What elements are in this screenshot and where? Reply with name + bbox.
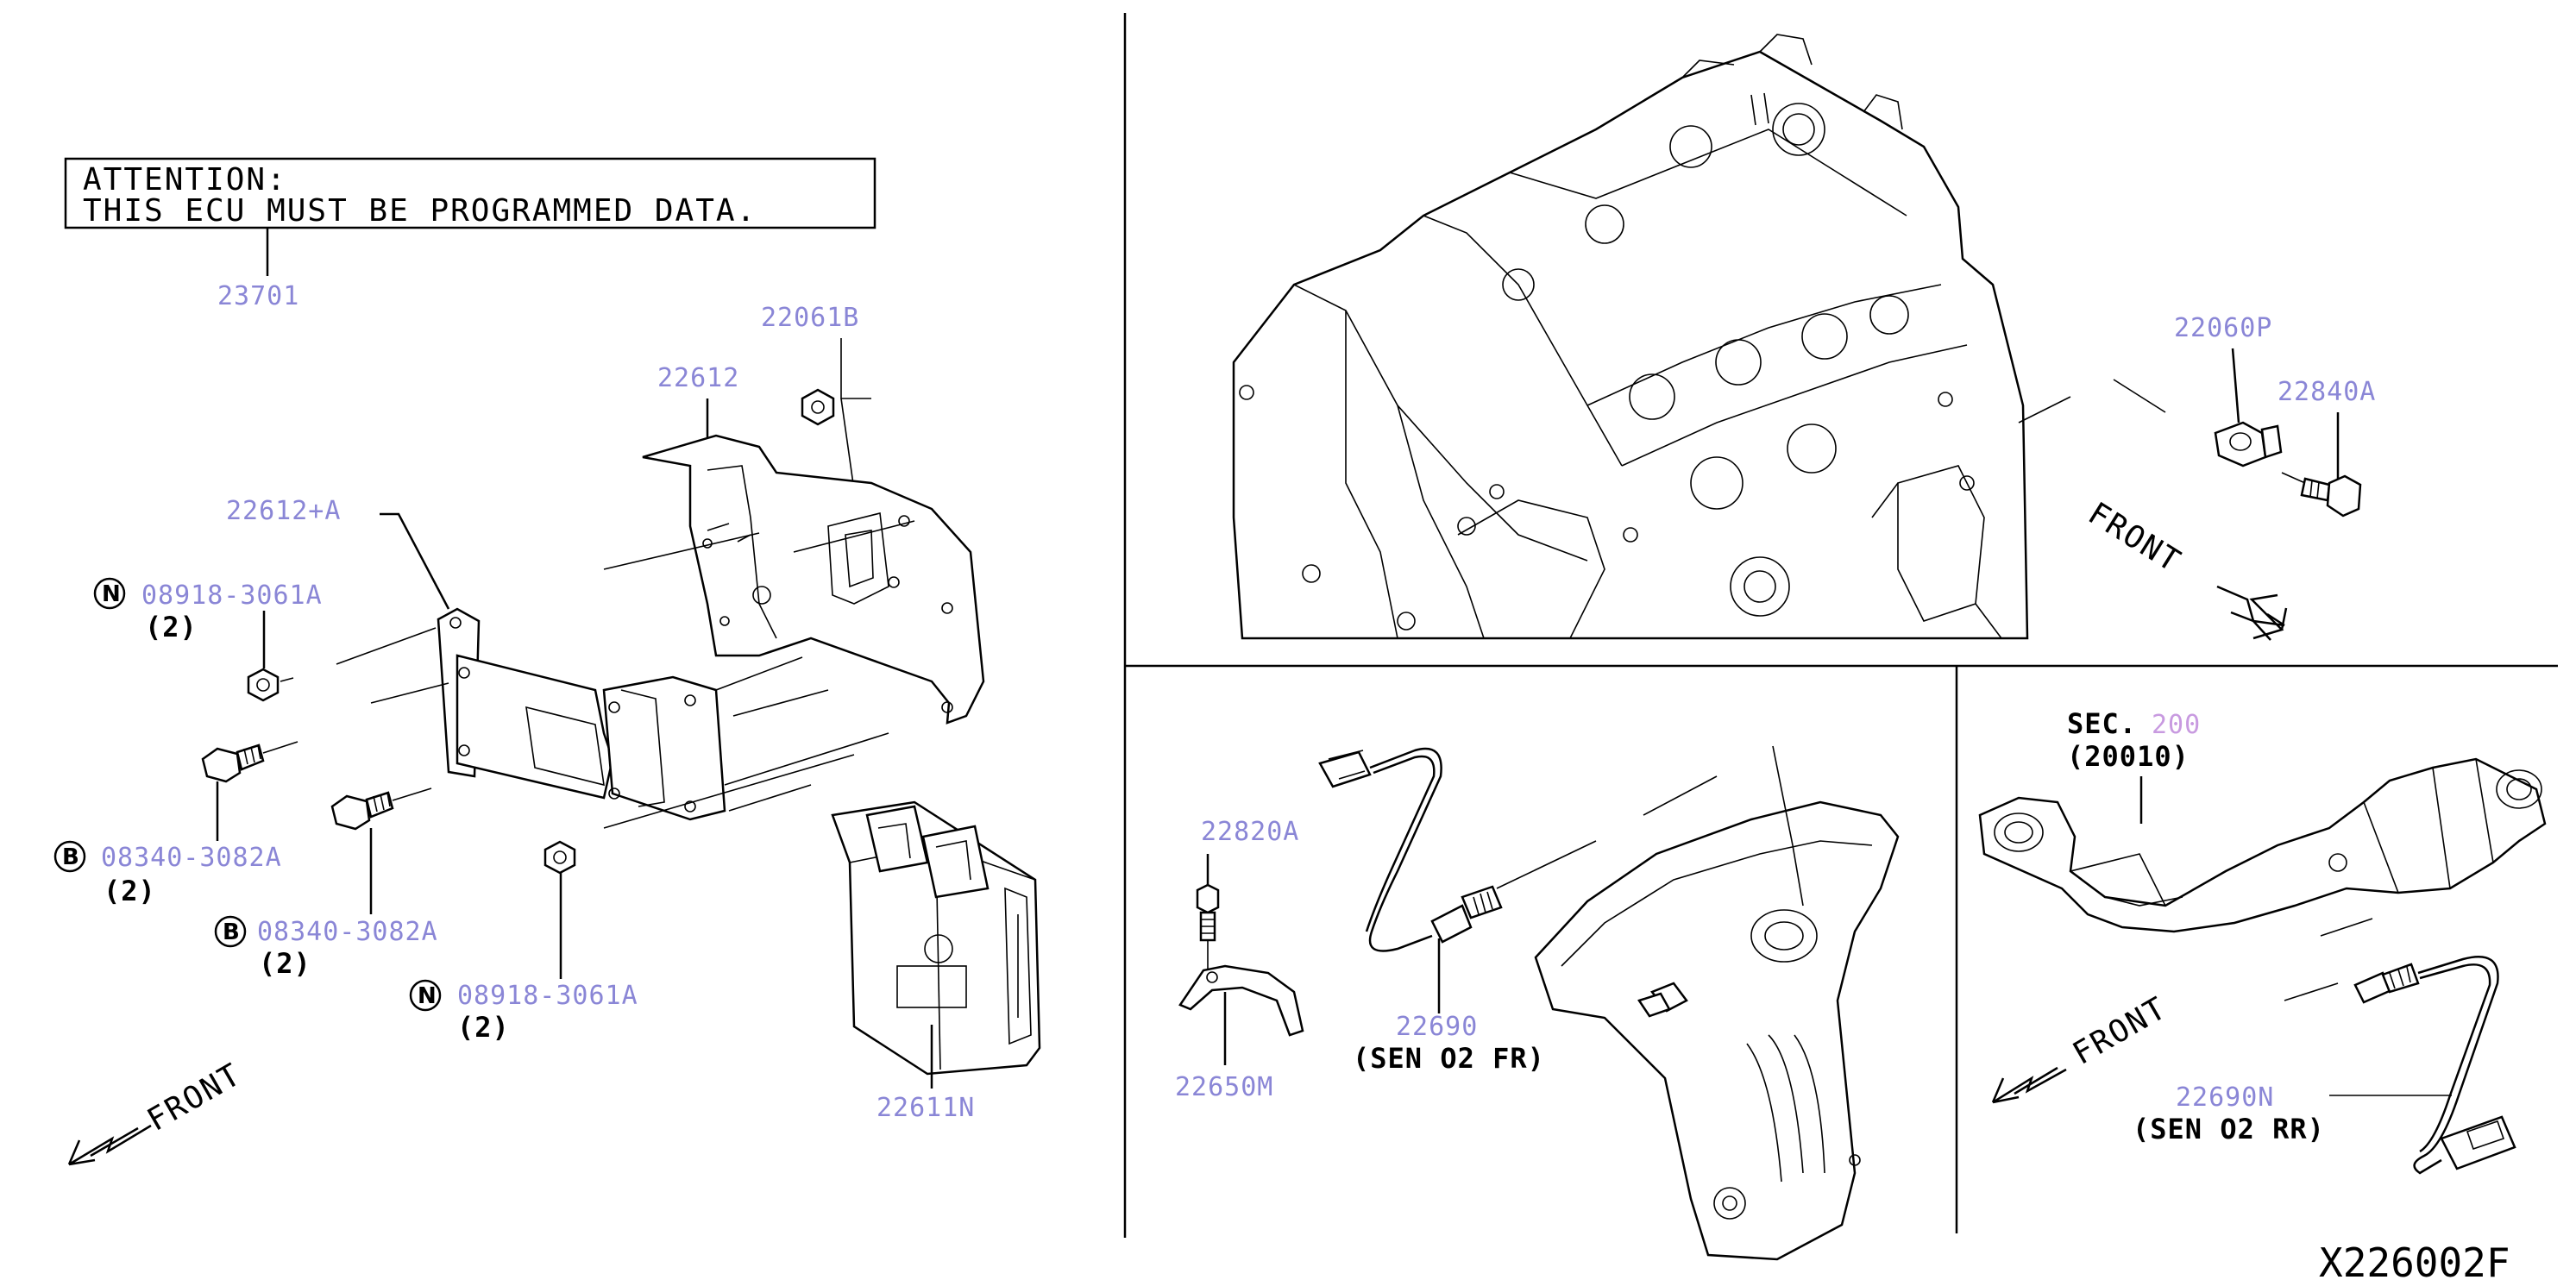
o2-sensor-rear — [2353, 955, 2516, 1175]
o2-sensor-front — [1318, 747, 1503, 952]
front-label-ecu: FRONT — [141, 1057, 248, 1139]
nut-symbol-1: N — [102, 581, 121, 607]
part-22612[interactable]: 22612 — [657, 363, 739, 393]
part-08918-1[interactable]: 08918-3061A — [141, 580, 323, 611]
bolt-symbol-1: B — [62, 844, 79, 870]
front-arrow-ecu: FRONT — [67, 1057, 248, 1166]
sec-prefix: SEC. — [2067, 707, 2137, 740]
front-o2-panel: 22820A 22650M 22690 (SEN O2 FR) — [1175, 745, 1900, 1261]
bolt-22840A — [2281, 472, 2362, 518]
nut-08918-2 — [543, 840, 576, 875]
ecu-panel: ATTENTION: THIS ECU MUST BE PROGRAMMED D… — [53, 157, 1041, 1166]
diagram-code: X226002F — [2319, 1239, 2510, 1280]
nut-22061B — [801, 388, 835, 426]
part-22820A[interactable]: 22820A — [1201, 817, 1299, 847]
qty-08918-2: (2) — [457, 1011, 510, 1044]
qty-08340-1: (2) — [104, 875, 156, 907]
qty-08340-2: (2) — [259, 947, 311, 980]
part-23701[interactable]: 23701 — [217, 281, 299, 311]
part-22650M[interactable]: 22650M — [1175, 1072, 1273, 1102]
bolt-08340-2 — [330, 791, 394, 831]
front-arrow-exhaust: FRONT — [1991, 990, 2173, 1104]
part-22690[interactable]: 22690 — [1396, 1012, 1478, 1042]
bolt-symbol-2: B — [223, 919, 240, 945]
knock-sensor-22060P — [2214, 421, 2283, 467]
bracket-22612A — [437, 607, 726, 821]
engine-panel: 22060P 22840A FRONT — [1232, 34, 2376, 641]
engine-block — [1232, 34, 2029, 640]
nut-symbol-2: N — [418, 983, 437, 1009]
part-22840A[interactable]: 22840A — [2278, 377, 2376, 407]
ecu-22611N — [831, 800, 1041, 1076]
front-arrow-engine: FRONT — [2082, 496, 2288, 641]
catalytic-converter — [1978, 757, 2547, 933]
part-08918-2[interactable]: 08918-3061A — [457, 981, 638, 1011]
part-22690N[interactable]: 22690N — [2176, 1082, 2274, 1113]
part-08340-1[interactable]: 08340-3082A — [101, 843, 282, 873]
heat-shield — [1534, 800, 1900, 1261]
part-22611N[interactable]: 22611N — [876, 1093, 975, 1123]
sec-subsection: (20010) — [2067, 740, 2190, 773]
rear-o2-panel: SEC. 200 (20010) 22690N ( — [1978, 707, 2547, 1175]
bolt-22820A — [1196, 883, 1220, 942]
desc-22690: (SEN O2 FR) — [1353, 1042, 1545, 1075]
attention-line1: ATTENTION: — [83, 162, 287, 198]
sec-number[interactable]: 200 — [2152, 710, 2201, 740]
part-08340-2[interactable]: 08340-3082A — [257, 917, 438, 947]
front-label-exhaust: FRONT — [2067, 990, 2173, 1072]
part-22060P[interactable]: 22060P — [2174, 313, 2272, 343]
bracket-22612 — [642, 434, 985, 725]
panel-dividers — [1123, 13, 2558, 1238]
part-22061B[interactable]: 22061B — [761, 303, 859, 333]
bracket-22650M — [1178, 964, 1304, 1037]
qty-08918-1: (2) — [145, 611, 198, 643]
nut-08918-1 — [247, 668, 280, 702]
bolt-08340-1 — [201, 744, 265, 783]
attention-box — [64, 157, 876, 229]
front-label-engine: FRONT — [2082, 496, 2187, 580]
desc-22690N: (SEN O2 RR) — [2133, 1113, 2325, 1145]
part-22612A[interactable]: 22612+A — [226, 496, 341, 526]
attention-line2: THIS ECU MUST BE PROGRAMMED DATA. — [83, 193, 757, 229]
